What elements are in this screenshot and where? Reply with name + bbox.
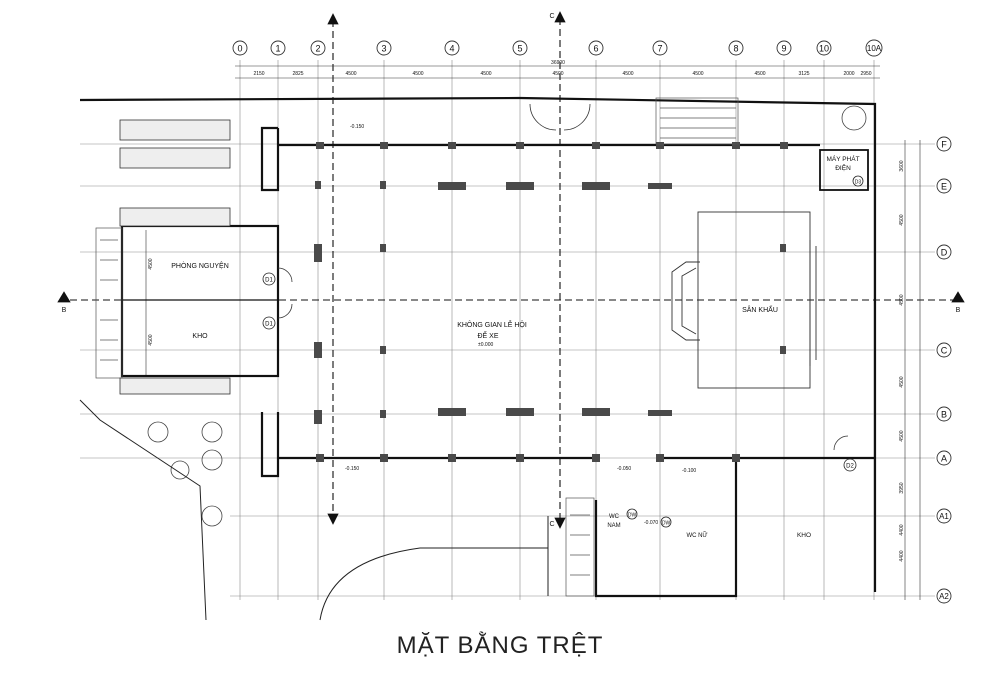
grid-label: A1 — [939, 512, 949, 521]
dimension-label: 4500 — [480, 71, 491, 77]
dimension-label: 3950 — [899, 482, 905, 493]
room-label-wc-nam: NAM — [607, 523, 620, 529]
planters — [119, 119, 231, 395]
dimension-label: 4500 — [899, 214, 905, 225]
level-mark: -0.070 — [644, 520, 658, 526]
grid-label: 1 — [275, 43, 280, 53]
level-marks: ±0.000 -0.150 -0.150 -0.050 -0.100 -0.07… — [345, 124, 696, 526]
section-marker-labels: B B C C — [62, 13, 961, 528]
room-labels: PHÒNG NGUYỆN KHO KHÔNG GIAN LỄ HỘI ĐỂ XE… — [171, 154, 859, 539]
door-tag: D1 — [265, 322, 273, 328]
door-tag: D3 — [855, 179, 862, 185]
grid-labels-right: F E D C B A A1 A2 — [939, 139, 949, 601]
dimension-label: 2825 — [292, 71, 303, 77]
grid-lines — [80, 60, 935, 600]
grid-label: 6 — [593, 43, 598, 53]
stairs — [95, 97, 739, 597]
dimension-labels-top: 2150 2825 4500 4500 4500 4500 4500 4500 … — [253, 60, 871, 77]
dimension-total: 36900 — [551, 60, 565, 66]
dimension-labels-left: 4500 4500 — [148, 258, 154, 345]
level-mark: -0.150 — [345, 466, 359, 472]
level-mark: ±0.000 — [478, 342, 493, 348]
dimension-label: 4500 — [345, 71, 356, 77]
door-tags — [262, 175, 864, 528]
room-label-phong-nguyen: PHÒNG NGUYỆN — [171, 261, 229, 270]
dimension-label: 2950 — [860, 71, 871, 77]
room-label-main-hall: KHÔNG GIAN LỄ HỘI — [457, 320, 527, 329]
dimension-label: 4500 — [148, 334, 154, 345]
dimension-label: 4500 — [899, 430, 905, 441]
level-mark: -0.150 — [350, 124, 364, 130]
grid-label: 9 — [781, 43, 786, 53]
grid-label: F — [941, 139, 947, 149]
dimension-label: 4500 — [899, 294, 905, 305]
grid-label: 0 — [237, 43, 242, 53]
dimension-lines — [145, 65, 921, 600]
grid-label: C — [941, 345, 948, 355]
section-mark: B — [62, 307, 67, 314]
grid-label: D — [941, 247, 948, 257]
dimension-label: 4400 — [899, 550, 905, 561]
dimension-label: 3125 — [798, 71, 809, 77]
dimension-labels-right: 3600 4500 4500 4500 4500 3950 4400 4400 — [899, 160, 905, 561]
grid-label: 7 — [657, 43, 662, 53]
drawing-title: MẶT BẰNG TRỆT — [396, 632, 604, 659]
dimension-label: 4500 — [692, 71, 703, 77]
room-label-generator: ĐIỆN — [835, 163, 851, 172]
room-label-parking: ĐỂ XE — [477, 331, 498, 340]
room-label-kho-right: KHO — [797, 532, 811, 539]
grid-label: 5 — [517, 43, 522, 53]
trees — [147, 105, 867, 527]
dimension-label: 4500 — [622, 71, 633, 77]
section-mark: C — [549, 521, 554, 528]
dimension-label: 2000 — [843, 71, 854, 77]
dimension-label: 4500 — [148, 258, 154, 269]
grid-labels-top: 0 1 2 3 4 5 6 7 8 9 10 10A — [237, 43, 881, 53]
room-label-generator: MÁY PHÁT — [826, 154, 859, 163]
level-mark: -0.100 — [682, 468, 696, 474]
dimension-label: 2150 — [253, 71, 264, 77]
dimension-label: 3600 — [899, 160, 905, 171]
door-swings — [277, 103, 849, 451]
grid-label: 8 — [733, 43, 738, 53]
dimension-label: 4400 — [899, 524, 905, 535]
grid-label: 10A — [867, 44, 882, 53]
dimension-label: 4500 — [899, 376, 905, 387]
site-boundary — [79, 399, 549, 621]
section-mark: B — [956, 307, 961, 314]
grid-label: A — [941, 453, 947, 463]
section-mark: C — [549, 13, 554, 20]
door-tag: DW — [628, 512, 637, 518]
grid-bubbles-right — [936, 136, 952, 604]
grid-bubbles-top — [232, 39, 883, 57]
room-label-wc-nam: WC — [609, 514, 620, 520]
door-tag: D1 — [265, 278, 273, 284]
section-markers — [57, 11, 965, 529]
grid-label: 4 — [449, 43, 454, 53]
dimension-label: 4500 — [754, 71, 765, 77]
level-mark: -0.050 — [617, 466, 631, 472]
door-tag: DW — [662, 520, 671, 526]
grid-label: E — [941, 181, 947, 191]
stage — [671, 211, 817, 389]
room-label-stage: SÂN KHẤU — [742, 304, 778, 314]
door-tag: D2 — [846, 464, 854, 470]
columns — [314, 142, 788, 462]
door-tag-labels: D1 D1 D2 D3 DW DW — [265, 179, 861, 526]
grid-label: 2 — [315, 43, 320, 53]
dimension-label: 4500 — [412, 71, 423, 77]
grid-label: 3 — [381, 43, 386, 53]
grid-label: 10 — [819, 43, 829, 53]
grid-label: A2 — [939, 592, 949, 601]
grid-label: B — [941, 409, 947, 419]
room-label-wc-nu: WC NỮ — [686, 532, 707, 539]
room-label-kho-left: KHO — [192, 333, 208, 340]
dimension-label: 4500 — [552, 71, 563, 77]
